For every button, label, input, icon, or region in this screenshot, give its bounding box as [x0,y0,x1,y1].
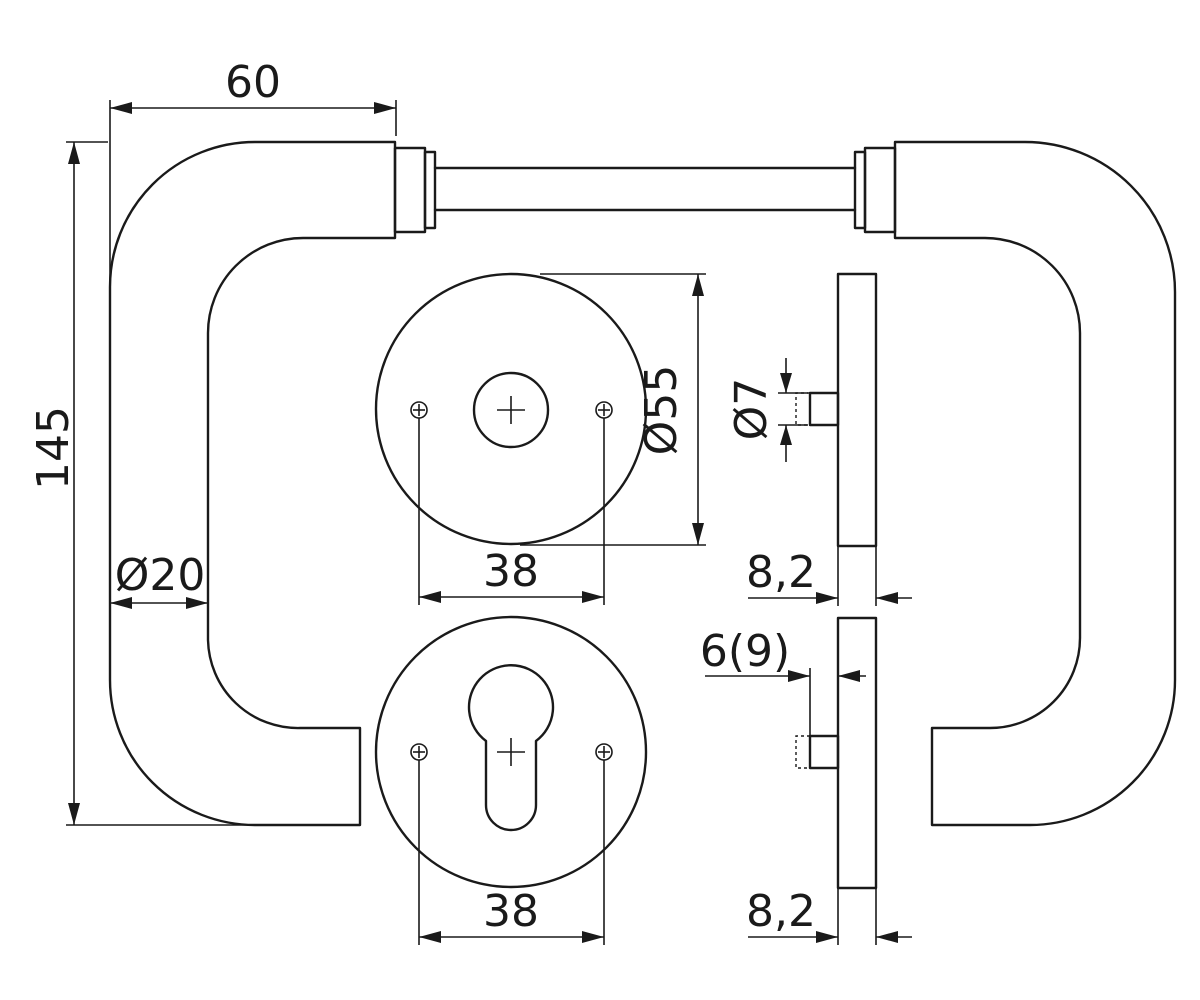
dim-label-diameter-7: Ø7 [726,378,777,441]
dimension-rose-diameter: Ø55 [520,273,706,546]
screw-icon [410,743,428,761]
dim-label-diameter-20: Ø20 [115,550,206,601]
dimension-rose-thickness-top: 8,2 [746,546,912,606]
rose-side-view-top [795,272,878,548]
dimension-screw-spacing-bottom: 38 [418,760,605,945]
rose-profile-cylinder [374,615,648,889]
right-lever-handle [853,140,1177,827]
dim-label-8-2-top: 8,2 [746,547,816,598]
left-lever-handle [108,140,437,827]
dimension-grip-diameter: Ø20 [110,550,208,609]
connecting-spindle [433,166,857,212]
dimension-screw-spacing-top: 38 [418,418,605,605]
screw-icon [595,743,613,761]
dim-label-60: 60 [225,57,281,108]
dim-label-38-bottom: 38 [483,886,539,937]
dim-label-diameter-55: Ø55 [636,365,687,456]
dim-label-6-9: 6(9) [700,626,790,677]
dimension-rose-thickness-bottom: 8,2 [746,886,912,945]
dim-label-8-2-bottom: 8,2 [746,886,816,937]
dim-label-38-top: 38 [483,546,539,597]
rose-round-keyhole [374,272,648,546]
screw-icon [410,401,428,419]
dimension-pin-diameter: Ø7 [726,358,808,462]
screw-icon [595,401,613,419]
dimension-pin-offset: 6(9) [700,626,866,736]
dimension-handle-reach: 60 [109,57,397,290]
rose-side-view-bottom [795,616,878,890]
dimension-handle-height: 145 [28,141,255,826]
dim-label-145: 145 [28,406,79,490]
